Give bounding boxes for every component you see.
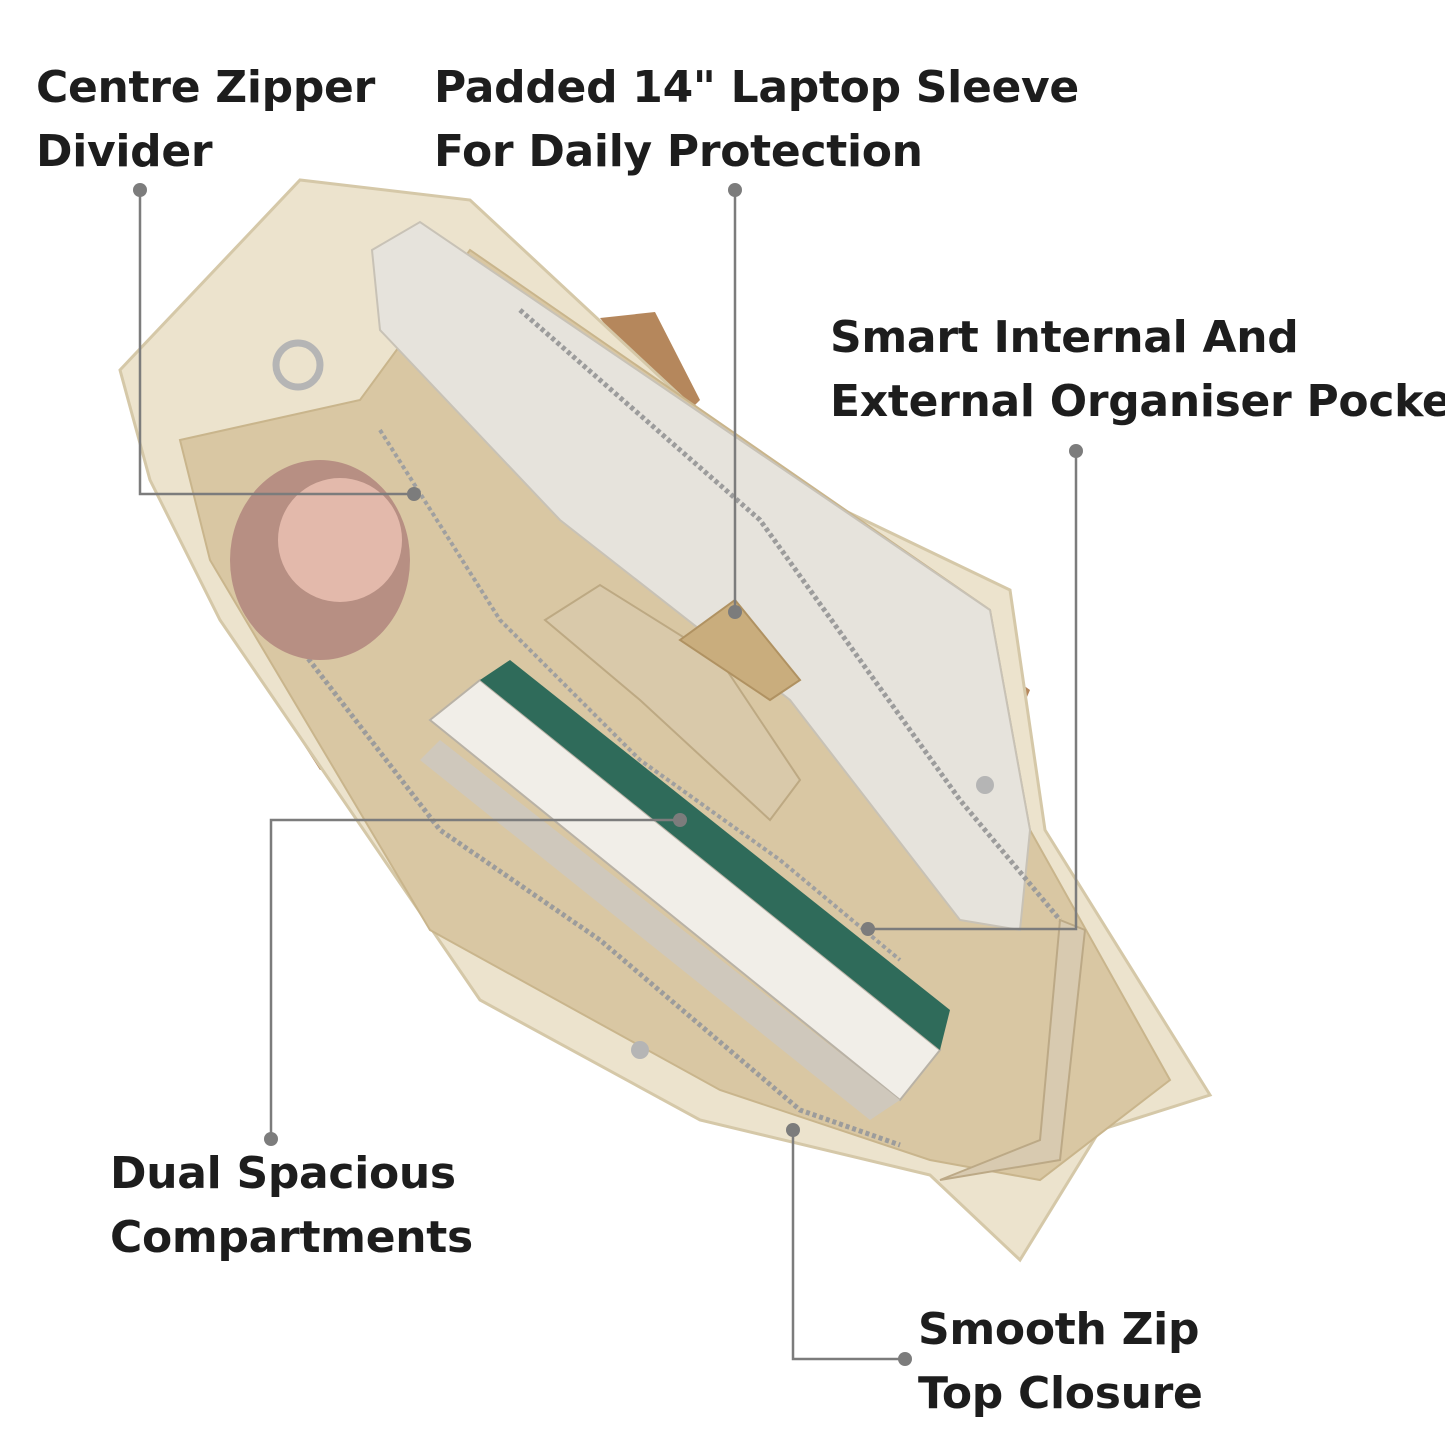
- d-ring-icon: [976, 776, 994, 794]
- callout-dot: [1069, 444, 1083, 458]
- laptop: [370, 220, 1032, 932]
- callout-text: Centre Zipper: [36, 62, 375, 113]
- callout-dot: [898, 1352, 912, 1366]
- callout-line-pockets: [868, 451, 1078, 931]
- callout-dots: [133, 183, 1083, 1366]
- elastic-band: [678, 598, 802, 702]
- front-zipper: [238, 568, 901, 1148]
- callout-dot: [728, 605, 742, 619]
- callout-dot: [133, 183, 147, 197]
- callout-text: For Daily Protection: [434, 126, 923, 177]
- callout-text: External Organiser Pockets: [830, 376, 1445, 427]
- callout-label-laptop-sleeve: Padded 14" Laptop Sleeve For Daily Prote…: [434, 56, 1079, 184]
- d-ring-icon: [631, 1041, 649, 1059]
- d-ring-icon: [272, 339, 324, 391]
- callout-dot: [407, 487, 421, 501]
- callout-line-divider: [138, 190, 414, 496]
- wallet: [543, 583, 802, 822]
- zip-pull-tape: [939, 918, 1087, 1181]
- books: [420, 660, 950, 1120]
- callout-label-compartments: Dual Spacious Compartments: [110, 1142, 473, 1270]
- callout-text: Smooth Zip: [918, 1304, 1200, 1355]
- water-bottle: [230, 460, 410, 660]
- callout-line-zip: [791, 1130, 905, 1361]
- callout-dot: [728, 183, 742, 197]
- callout-label-pockets: Smart Internal And External Organiser Po…: [830, 306, 1445, 434]
- divider-zipper: [378, 428, 902, 962]
- callout-text: Dual Spacious: [110, 1148, 456, 1199]
- callout-label-divider: Centre Zipper Divider: [36, 56, 375, 184]
- callout-label-zip-closure: Smooth Zip Top Closure: [918, 1298, 1203, 1426]
- callout-text: Smart Internal And: [830, 312, 1299, 363]
- callout-text: Divider: [36, 126, 213, 177]
- callout-dot: [861, 922, 875, 936]
- callout-dot: [264, 1132, 278, 1146]
- callout-text: Padded 14" Laptop Sleeve: [434, 62, 1079, 113]
- callout-dot: [673, 813, 687, 827]
- callout-line-compartments: [269, 818, 680, 1139]
- callout-text: Compartments: [110, 1212, 473, 1263]
- callout-dot: [786, 1123, 800, 1137]
- callout-text: Top Closure: [918, 1368, 1203, 1419]
- callout-lines: [138, 190, 1078, 1361]
- sleeve-zipper: [518, 308, 1062, 922]
